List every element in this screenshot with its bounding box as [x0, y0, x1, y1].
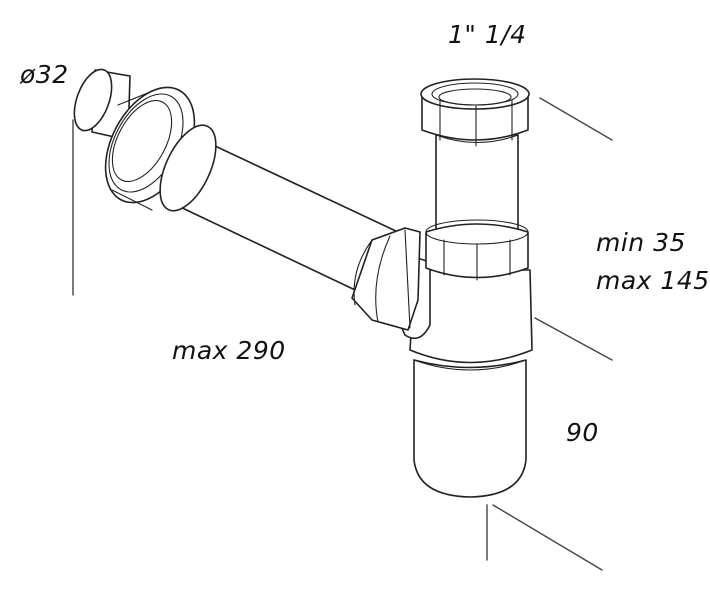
- bottle-cup: [413, 359, 527, 498]
- side-nut: [351, 227, 421, 331]
- height-min-label: min 35: [596, 228, 686, 257]
- wall-flange: [73, 68, 217, 212]
- length-label: max 290: [172, 336, 286, 365]
- top-nut: [420, 78, 530, 147]
- height-max-label: max 145: [596, 266, 710, 295]
- dimension-lines: [72, 97, 613, 571]
- depth-label: 90: [566, 418, 599, 447]
- diameter-label: ø32: [20, 60, 69, 89]
- middle-nut: [425, 219, 529, 281]
- thread-size-label: 1" 1/4: [448, 20, 527, 49]
